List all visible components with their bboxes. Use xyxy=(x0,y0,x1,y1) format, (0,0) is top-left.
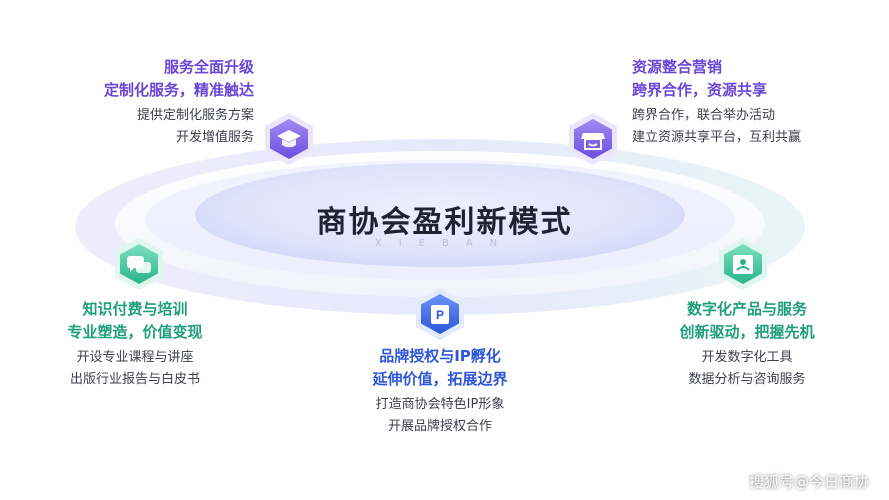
graduation-cap-icon xyxy=(265,113,313,165)
item-heading: 资源整合营销 xyxy=(632,58,723,76)
item-detail: 跨界合作，联合举办活动 xyxy=(632,108,776,123)
item-knowledge-training: 知识付费与培训 专业塑造，价值变现 开设专业课程与讲座 出版行业报告与白皮书 xyxy=(45,298,225,391)
item-heading: 专业塑造，价值变现 xyxy=(67,323,203,341)
item-detail: 开展品牌授权合作 xyxy=(387,419,492,434)
item-detail: 建立资源共享平台，互利共赢 xyxy=(632,130,802,145)
item-heading: 延伸价值，拓展边界 xyxy=(372,370,508,388)
item-detail: 数据分析与咨询服务 xyxy=(688,372,806,387)
item-brand-ip: 品牌授权与IP孵化 延伸价值，拓展边界 打造商协会特色IP形象 开展品牌授权合作 xyxy=(340,345,540,438)
item-resource-marketing: 资源整合营销 跨界合作，资源共享 跨界合作，联合举办活动 建立资源共享平台，互利… xyxy=(632,56,801,149)
center-title: 商协会盈利新模式 xyxy=(316,205,573,240)
chat-icon xyxy=(115,238,163,290)
item-heading: 跨界合作，资源共享 xyxy=(632,81,768,99)
shop-icon xyxy=(569,113,617,165)
digital-card-icon xyxy=(719,238,767,290)
item-heading: 服务全面升级 xyxy=(163,58,254,76)
item-detail: 开发数字化工具 xyxy=(701,350,793,365)
item-detail: 出版行业报告与白皮书 xyxy=(69,372,200,387)
item-detail: 开发增值服务 xyxy=(175,130,254,145)
item-detail: 开设专业课程与讲座 xyxy=(76,350,194,365)
item-heading: 知识付费与培训 xyxy=(82,300,188,318)
svg-text:P: P xyxy=(436,308,444,322)
watermark: 搜狐号@今日商协 xyxy=(748,473,869,491)
item-detail: 提供定制化服务方案 xyxy=(136,108,254,123)
item-heading: 数字化产品与服务 xyxy=(686,300,807,318)
center-subtitle: XIEBAN xyxy=(374,238,515,249)
item-heading: 定制化服务，精准触达 xyxy=(103,81,254,99)
item-digital-products: 数字化产品与服务 创新驱动，把握先机 开发数字化工具 数据分析与咨询服务 xyxy=(652,298,842,391)
brand-p-icon: P xyxy=(416,288,464,340)
item-service-upgrade: 服务全面升级 定制化服务，精准触达 提供定制化服务方案 开发增值服务 xyxy=(104,56,254,149)
item-detail: 打造商协会特色IP形象 xyxy=(375,397,505,412)
item-heading: 品牌授权与IP孵化 xyxy=(379,347,501,365)
item-heading: 创新驱动，把握先机 xyxy=(679,323,815,341)
